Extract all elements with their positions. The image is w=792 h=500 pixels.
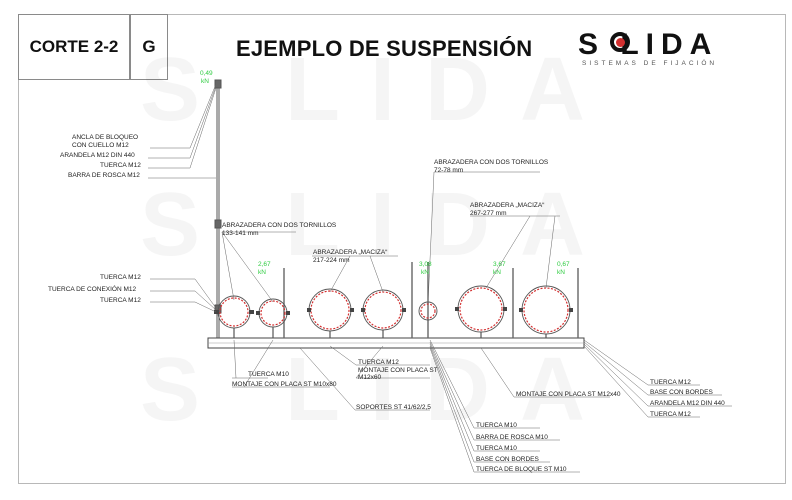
section-code: G	[130, 14, 168, 80]
label-nut-m12-mid: TUERCA M12	[358, 359, 399, 366]
label-anchor-1: ANCLA DE BLOQUEO	[72, 134, 138, 141]
load-values: 0,49 kN 2,67 kN 3,08 kN 3,67 kN 0,67 kN	[200, 70, 570, 276]
page-title: EJEMPLO DE SUSPENSIÓN	[236, 36, 533, 61]
load-value: 3,08	[419, 261, 432, 268]
load-value: 0,67	[557, 261, 570, 268]
label-bottom-rod: BARRA DE ROSCA M10	[476, 434, 548, 441]
load-value: 0,49	[200, 70, 213, 77]
label-mount-m12x40: MONTAJE CON PLACA ST M12x40	[516, 391, 621, 398]
logo-tagline: SISTEMAS DE FIJACIÓN	[582, 60, 718, 67]
svg-text:S LIDA: S LIDA	[140, 340, 615, 440]
component-labels: ANCLA DE BLOQUEO CON CUELLO M12 ARANDELA…	[48, 134, 725, 473]
label-right-washer: ARANDELA M12 DIN 440	[650, 400, 725, 407]
drawing-frame	[18, 14, 786, 484]
pipe-clamps	[219, 287, 569, 333]
label-clamp-two-screws: ABRAZADERA CON DOS TORNILLOS	[222, 222, 337, 229]
clamp-bolts	[214, 307, 573, 315]
clamp-stems	[233, 327, 547, 338]
label-supports: SOPORTES ST 41/62/2,5	[356, 404, 431, 411]
label-solid-clamp-2: ABRAZADERA „MACIZA“	[470, 202, 544, 209]
label-nut-top: TUERCA M12	[100, 162, 141, 169]
label-right-base: BASE CON BORDES	[650, 389, 714, 396]
clamp-rings	[217, 285, 571, 335]
label-clamp-two-screws-size: 133-141 mm	[222, 230, 259, 237]
label-washer-top: ARANDELA M12 DIN 440	[60, 152, 135, 159]
label-mount-m10x80: MONTAJE CON PLACA ST M10x80	[232, 381, 337, 388]
label-coupling-nut: TUERCA DE CONEXIÓN M12	[48, 284, 137, 293]
label-nut-m10: TUERCA M10	[248, 371, 289, 378]
svg-text:S LIDA: S LIDA	[140, 40, 615, 140]
support-channel	[207, 337, 585, 349]
load-value: 3,67	[493, 261, 506, 268]
label-right-nut-2: TUERCA M12	[650, 411, 691, 418]
clamp-pipe-6	[459, 287, 503, 331]
load-unit: kN	[421, 269, 429, 276]
label-bottom-nut-2: TUERCA M10	[476, 445, 517, 452]
logo-dot-icon	[615, 37, 625, 47]
load-unit: kN	[258, 269, 266, 276]
label-nut-left-2: TUERCA M12	[100, 297, 141, 304]
leader-lines	[148, 83, 732, 473]
label-solid-clamp-2-size: 267-277 mm	[470, 210, 507, 217]
label-bottom-base: BASE CON BORDES	[476, 456, 540, 463]
load-unit: kN	[557, 269, 565, 276]
clamp-pipe-1	[219, 297, 249, 327]
label-right-nut-1: TUERCA M12	[650, 379, 691, 386]
svg-text:S LIDA: S LIDA	[140, 175, 615, 275]
label-bottom-nut-1: TUERCA M10	[476, 422, 517, 429]
label-mount-m12-2: M12x60	[358, 374, 382, 381]
label-nut-left-1: TUERCA M12	[100, 274, 141, 281]
clamp-pipe-3	[310, 290, 350, 330]
label-mount-m12-1: MONTAJE CON PLACA ST	[358, 367, 438, 374]
solida-logo: S LIDA SISTEMAS DE FIJACIÓN	[578, 28, 748, 68]
load-unit: kN	[493, 269, 501, 276]
load-unit: kN	[201, 78, 209, 85]
label-rod-top: BARRA DE ROSCA M12	[68, 172, 140, 179]
logo-wordmark: S LIDA	[578, 28, 719, 61]
clamp-pipe-7	[523, 287, 569, 333]
clamp-pipe-2	[260, 300, 286, 326]
logo-ring-icon	[610, 32, 630, 52]
load-value: 2,67	[258, 261, 271, 268]
label-bottom-block-nut: TUERCA DE BLOQUE ST M10	[476, 466, 567, 473]
label-clamp-two-screws-2-size: 72-78 mm	[434, 167, 463, 174]
clamp-pipe-4	[364, 291, 402, 329]
label-anchor-2: CON CUELLO M12	[72, 142, 129, 149]
section-label: CORTE 2-2	[18, 14, 130, 80]
label-solid-clamp-1-size: 217-224 mm	[313, 257, 350, 264]
label-clamp-two-screws-2: ABRAZADERA CON DOS TORNILLOS	[434, 159, 549, 166]
label-solid-clamp-1: ABRAZADERA „MACIZA“	[313, 249, 387, 256]
